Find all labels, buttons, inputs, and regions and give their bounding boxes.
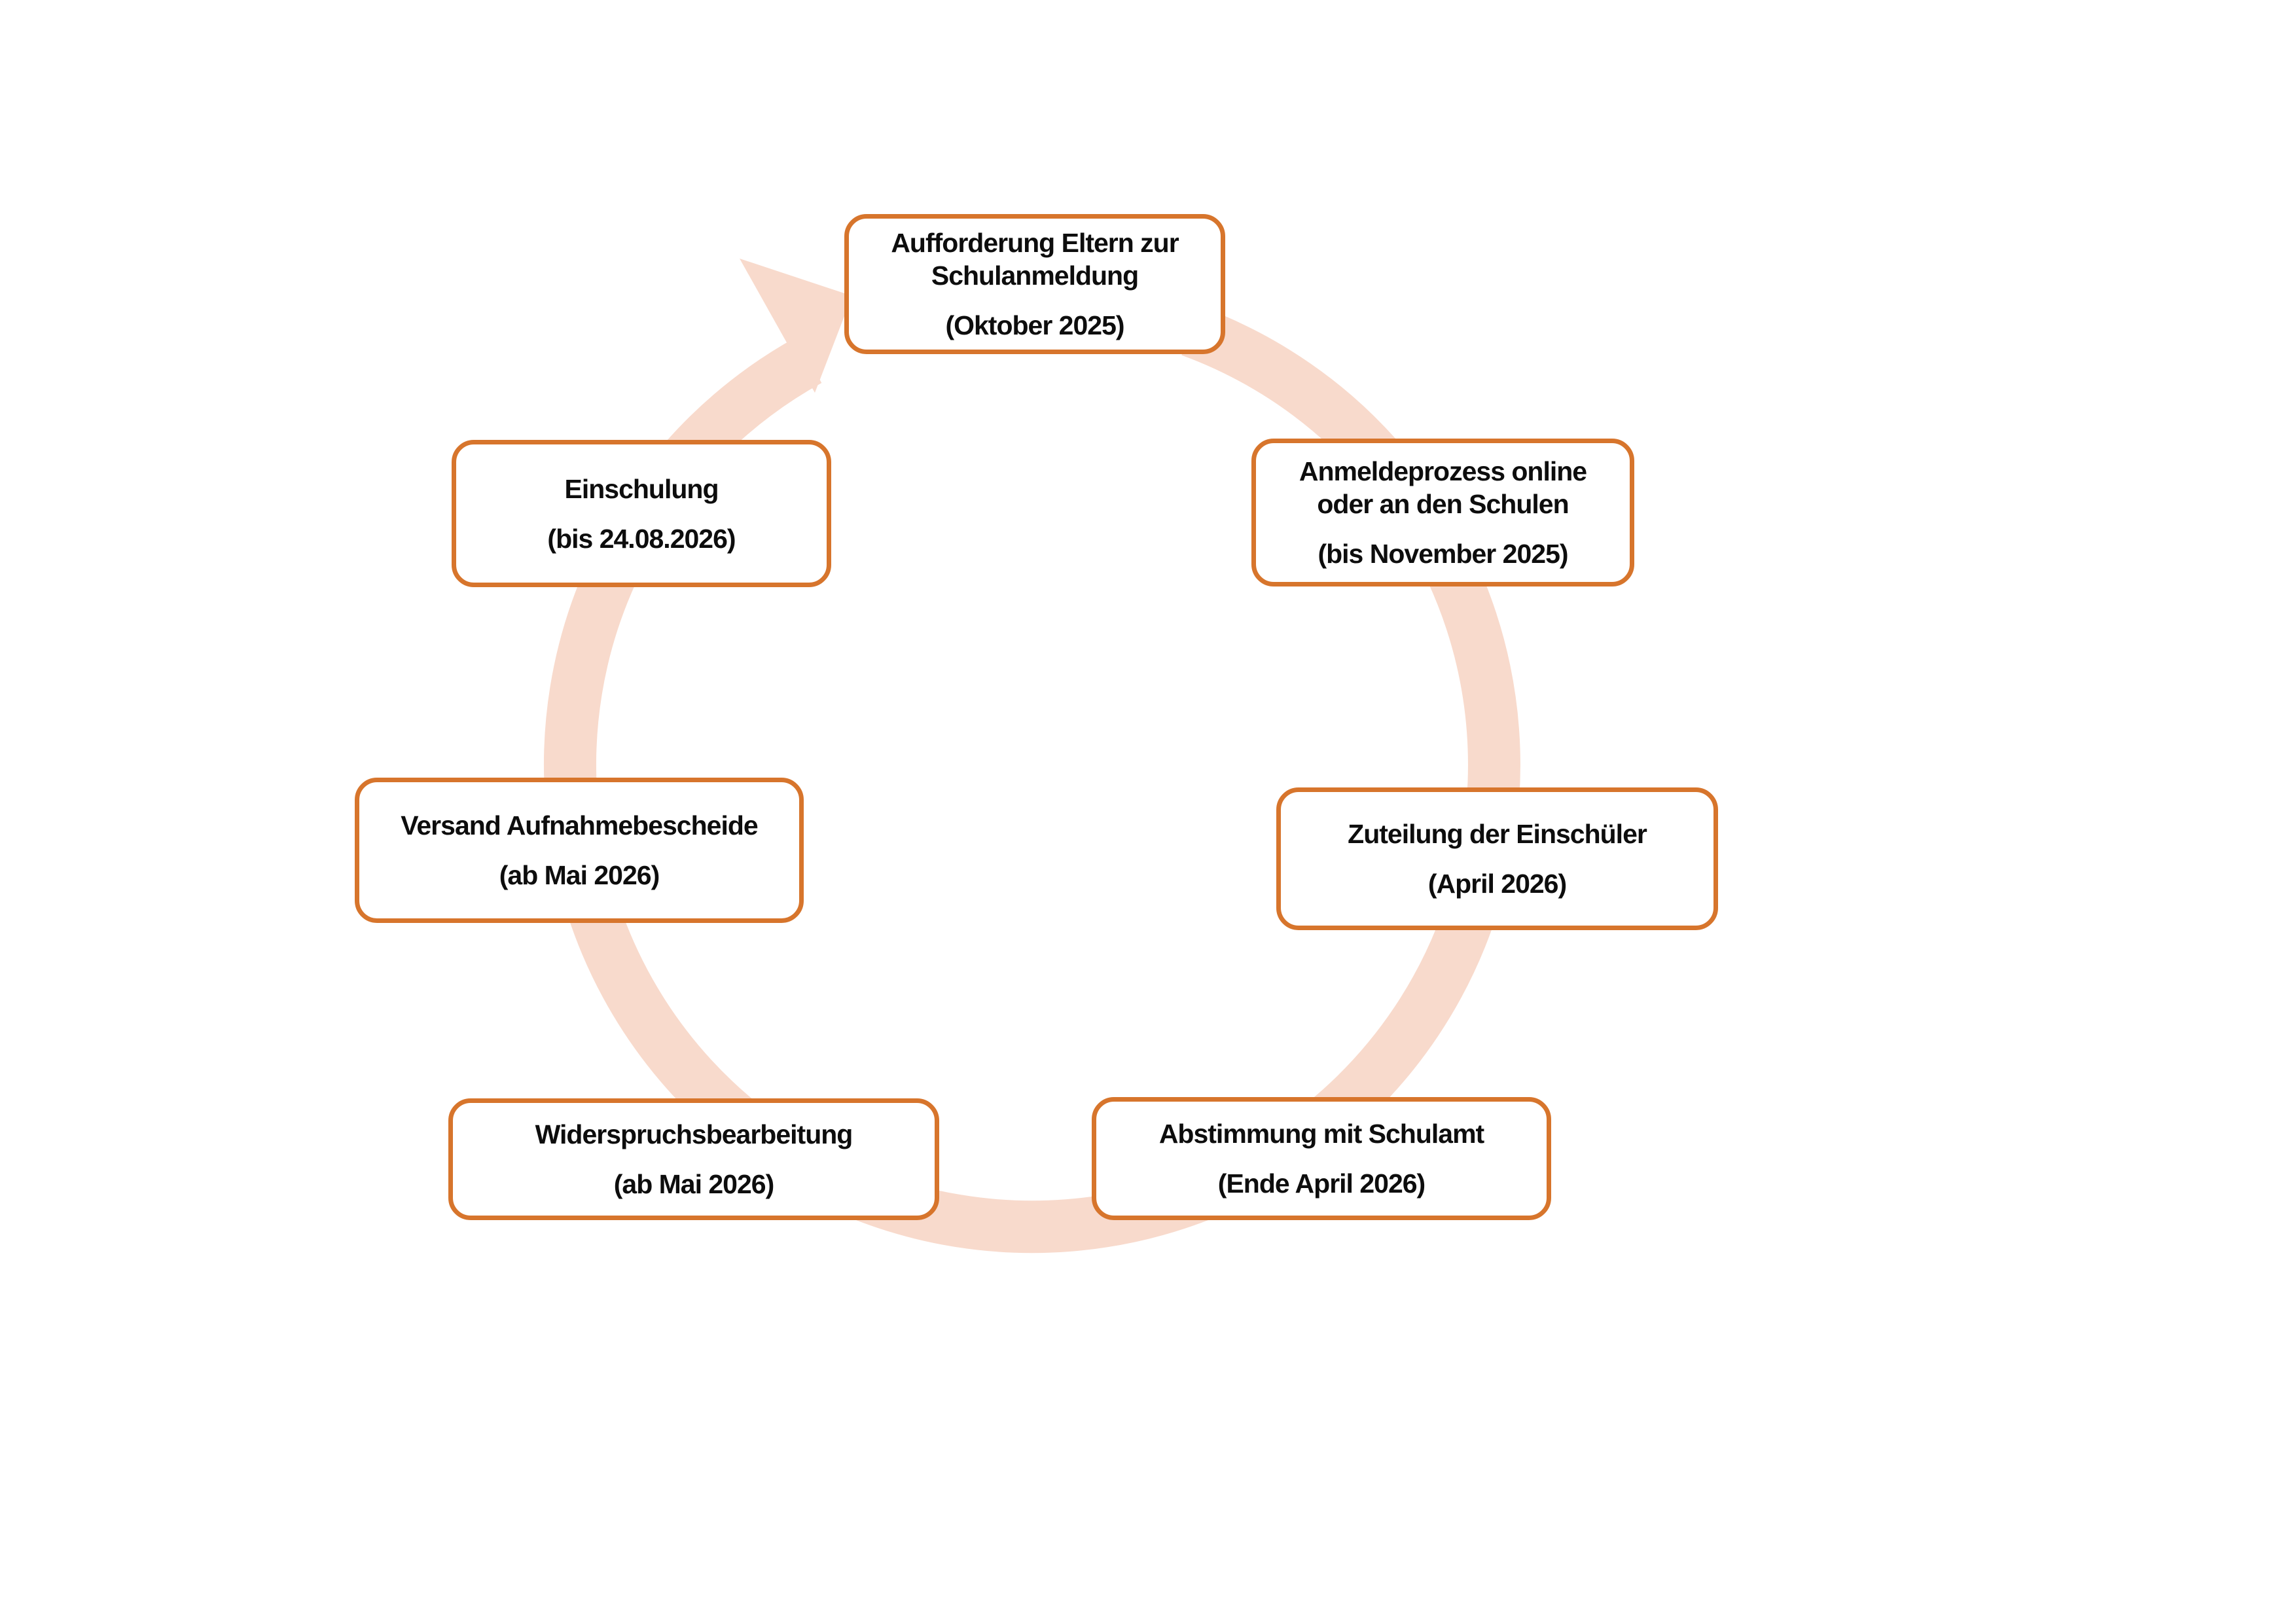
step-date: (ab Mai 2026) xyxy=(613,1169,774,1199)
step-title: Aufforderung Eltern zur xyxy=(891,228,1179,258)
step-date: (ab Mai 2026) xyxy=(499,860,660,890)
step-date: (Ende April 2026) xyxy=(1217,1168,1426,1199)
step-date: (bis 24.08.2026) xyxy=(547,523,736,554)
step-title: Anmeldeprozess online xyxy=(1299,456,1587,486)
cycle-arc xyxy=(543,306,1520,1254)
step-title: Versand Aufnahmebescheide xyxy=(401,810,758,840)
step-box-widerspruch: Widerspruchsbearbeitung (ab Mai 2026) xyxy=(448,1098,939,1220)
step-box-aufforderung: Aufforderung Eltern zur Schulanmeldung (… xyxy=(844,214,1225,354)
step-title: oder an den Schulen xyxy=(1317,489,1569,519)
cycle-arrowhead-icon xyxy=(740,259,852,393)
step-box-abstimmung: Abstimmung mit Schulamt (Ende April 2026… xyxy=(1092,1097,1551,1220)
step-box-einschulung: Einschulung (bis 24.08.2026) xyxy=(452,440,831,587)
step-title: Abstimmung mit Schulamt xyxy=(1158,1119,1484,1149)
step-title: Widerspruchsbearbeitung xyxy=(535,1119,853,1149)
step-date: (Oktober 2025) xyxy=(945,310,1124,340)
step-date: (April 2026) xyxy=(1427,869,1567,899)
step-title: Zuteilung der Einschüler xyxy=(1348,819,1647,849)
step-title: Schulanmeldung xyxy=(931,261,1139,291)
step-date: (bis November 2025) xyxy=(1318,539,1568,569)
step-box-versand: Versand Aufnahmebescheide (ab Mai 2026) xyxy=(355,778,804,923)
step-title: Einschulung xyxy=(564,473,719,504)
step-box-anmeldeprozess: Anmeldeprozess online oder an den Schule… xyxy=(1251,439,1634,586)
step-box-zuteilung: Zuteilung der Einschüler (April 2026) xyxy=(1276,787,1718,930)
